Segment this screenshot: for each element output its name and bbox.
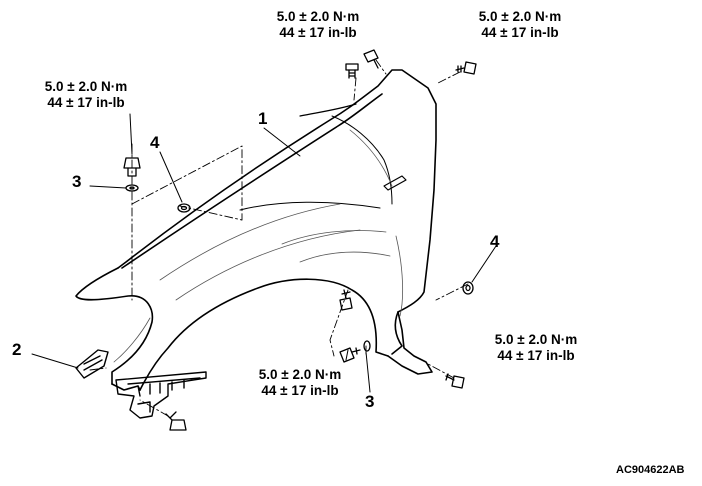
assembly-lines <box>89 59 469 417</box>
torque-callout-left: 5.0 ± 2.0 N·m 44 ± 17 in-lb <box>38 79 134 111</box>
bolt-top-center <box>345 63 359 79</box>
torque-callout-top-center: 5.0 ± 2.0 N·m 44 ± 17 in-lb <box>270 9 366 41</box>
bolt-top-right <box>455 61 477 75</box>
part-label-washer-bottom: 3 <box>365 392 375 411</box>
torque-imperial: 44 ± 17 in-lb <box>279 25 357 40</box>
bolt-left <box>123 157 141 177</box>
bolt-lower-right <box>445 373 465 389</box>
torque-imperial: 44 ± 17 in-lb <box>481 25 559 40</box>
torque-metric: 5.0 ± 2.0 N·m <box>44 79 128 94</box>
clip-top <box>177 203 191 213</box>
front-bracket <box>115 371 207 419</box>
torque-metric: 5.0 ± 2.0 N·m <box>258 367 342 382</box>
washer-bottom <box>363 340 371 352</box>
figure-code: AC904622AB <box>616 464 685 476</box>
torque-imperial: 44 ± 17 in-lb <box>261 383 339 398</box>
bolt-top-center-second <box>363 49 379 69</box>
bolt-arch-upper <box>339 289 353 311</box>
splash-shield <box>75 349 109 379</box>
part-label-fender: 1 <box>258 109 268 128</box>
torque-metric: 5.0 ± 2.0 N·m <box>276 9 360 24</box>
torque-callout-top-right: 5.0 ± 2.0 N·m 44 ± 17 in-lb <box>472 9 568 41</box>
part-label-clip-top: 4 <box>150 133 160 152</box>
fender-contours <box>113 129 404 363</box>
part-label-splash-shield: 2 <box>12 340 22 359</box>
torque-metric: 5.0 ± 2.0 N·m <box>494 332 578 347</box>
clip-right <box>462 281 474 295</box>
part-label-clip-right: 4 <box>490 232 500 251</box>
torque-callout-right: 5.0 ± 2.0 N·m 44 ± 17 in-lb <box>488 332 584 364</box>
part-label-washer-left: 3 <box>72 172 82 191</box>
side-marker-slot <box>383 175 407 191</box>
fender-panel <box>75 69 437 391</box>
leader-lines <box>31 113 497 393</box>
torque-callout-bottom-center: 5.0 ± 2.0 N·m 44 ± 17 in-lb <box>252 367 348 399</box>
bolt-arch-lower <box>339 347 361 363</box>
torque-metric: 5.0 ± 2.0 N·m <box>478 9 562 24</box>
torque-imperial: 44 ± 17 in-lb <box>47 95 125 110</box>
torque-imperial: 44 ± 17 in-lb <box>497 348 575 363</box>
bolt-bottom <box>165 411 187 431</box>
